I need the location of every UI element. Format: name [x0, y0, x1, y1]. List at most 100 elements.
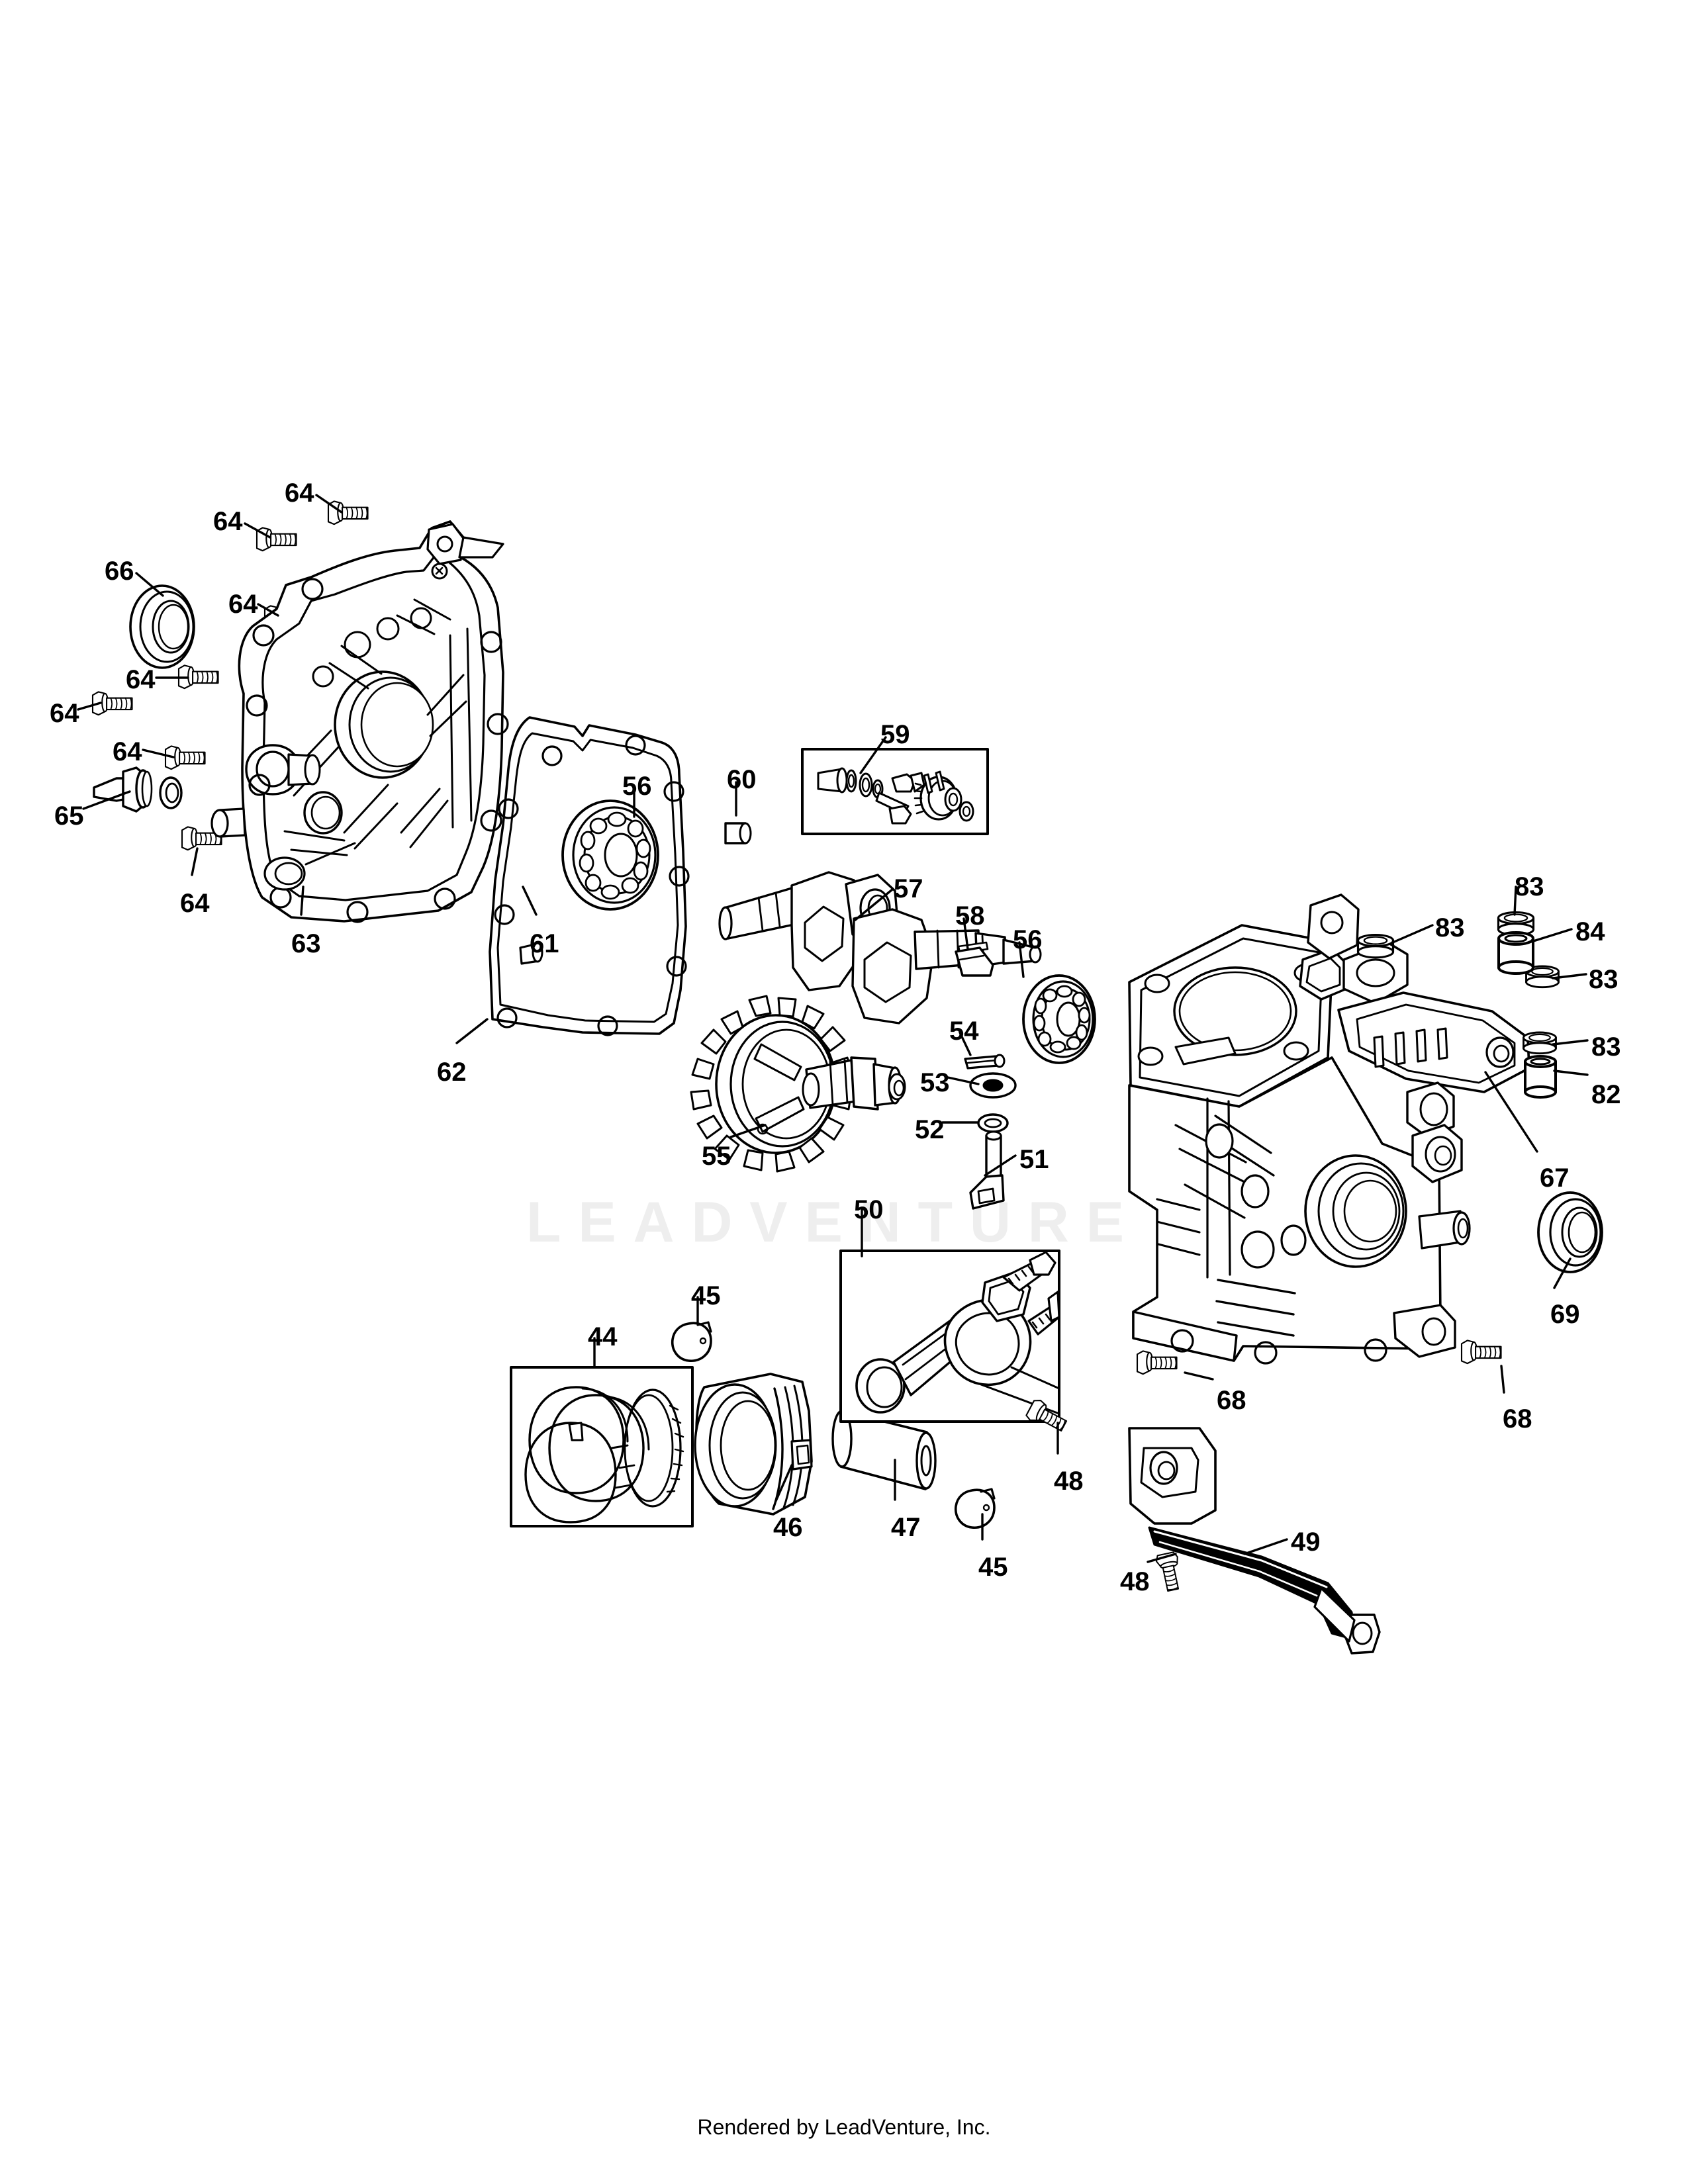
callout-48-connecting-rod-bolt: 48 [1054, 1467, 1084, 1496]
leader-line-83 [1552, 1039, 1589, 1046]
part-66-oil-seal [129, 584, 195, 669]
callout-45-piston-pin-retainer: 45 [978, 1553, 1008, 1582]
leader-line-66 [135, 572, 164, 597]
part-48-rod-bolt-upper [1002, 1251, 1056, 1292]
footer-credit: Rendered by LeadVenture, Inc. [697, 2115, 991, 2139]
leader-line-61 [522, 886, 538, 916]
callout-60-pin: 60 [727, 765, 757, 794]
callout-64-flange-bolt: 64 [213, 507, 243, 536]
callout-83-valve-guide: 83 [1589, 965, 1618, 994]
leader-line-68 [1184, 1371, 1214, 1381]
callout-63-crankcase-cover: 63 [291, 929, 321, 958]
part-60-pin [724, 822, 752, 844]
leader-line-64 [142, 749, 175, 758]
part-47-piston-pin [831, 1410, 937, 1490]
callout-64-flange-bolt: 64 [50, 699, 79, 728]
leader-line-59 [859, 736, 887, 774]
callout-53-washer: 53 [920, 1068, 950, 1097]
leader-line-48 [1147, 1553, 1177, 1563]
callout-64-flange-bolt: 64 [285, 478, 314, 508]
leader-line-83 [1391, 924, 1434, 944]
callout-45-piston-pin-retainer: 45 [691, 1281, 721, 1310]
callout-83-valve-guide: 83 [1591, 1032, 1621, 1062]
leader-line-83 [1552, 973, 1587, 979]
part-49-oil-dipper-bracket [1128, 1427, 1381, 1655]
leader-line-68 [1500, 1365, 1505, 1394]
callout-58-woodruff-key: 58 [955, 901, 985, 931]
leader-line-64 [191, 847, 199, 876]
leader-line-65 [82, 790, 131, 810]
leader-line-51 [984, 1154, 1017, 1177]
callout-55-camshaft: 55 [702, 1142, 731, 1171]
part-44-piston-ring-set [510, 1366, 694, 1527]
leader-line-67 [1484, 1071, 1538, 1153]
callout-49-oil-dipper-bracket: 49 [1291, 1527, 1321, 1557]
leader-line-46 [774, 1464, 793, 1502]
part-69-oil-seal [1537, 1191, 1603, 1273]
part-45-retainer-clip-top [671, 1321, 712, 1362]
callout-56-ball-bearing: 56 [622, 772, 652, 801]
part-67-crankcase [1128, 893, 1530, 1365]
part-61-dowel-pin [519, 942, 543, 965]
callout-54-cotter-pin: 54 [949, 1017, 979, 1046]
part-52-o-ring [977, 1113, 1009, 1133]
callout-64-flange-bolt: 64 [113, 737, 142, 766]
part-58-woodruff-key [955, 946, 994, 977]
part-45-retainer-clip-bottom [955, 1488, 996, 1529]
callout-68-flange-bolt: 68 [1217, 1386, 1246, 1415]
part-59-governor-assembly-kit [801, 748, 989, 835]
part-56-ball-bearing-right [1022, 974, 1096, 1064]
part-54-cotter-pin [964, 1054, 1006, 1069]
callout-65-oil-drain-plug: 65 [54, 801, 84, 831]
callout-82-valve-guide-plug: 82 [1591, 1080, 1621, 1109]
callout-61-dowel-pin: 61 [530, 929, 559, 958]
callout-48-screw: 48 [1120, 1567, 1150, 1596]
part-65-oil-drain-plug [93, 766, 183, 813]
leader-line-64 [315, 494, 343, 514]
leader-line-63 [300, 886, 305, 916]
leader-line-64 [244, 522, 271, 539]
part-55-camshaft [690, 995, 906, 1173]
leader-line-55 [729, 1124, 767, 1138]
callout-57-crankshaft: 57 [894, 874, 923, 903]
callout-64-flange-bolt: 64 [180, 889, 210, 918]
leader-line-62 [455, 1018, 489, 1044]
part-48-rod-bolt-lower [1027, 1291, 1060, 1336]
part-62-crankcase-cover-gasket [489, 716, 690, 1036]
leader-line-84 [1528, 928, 1573, 944]
callout-44-piston-ring-set: 44 [588, 1322, 618, 1351]
leader-line-53 [947, 1076, 980, 1085]
part-51-governor-arm [969, 1130, 1005, 1210]
callout-64-flange-bolt: 64 [228, 590, 258, 619]
callout-68-flange-bolt: 68 [1503, 1404, 1532, 1433]
callout-52-o-ring: 52 [915, 1115, 945, 1144]
part-63-crankcase-cover [211, 520, 509, 923]
part-56-ball-bearing-left [561, 799, 659, 911]
leader-line-64 [257, 603, 279, 617]
callout-84-valve-guide-bushing: 84 [1575, 917, 1605, 946]
callout-47-piston-pin: 47 [891, 1513, 921, 1542]
leader-line-56 [1018, 941, 1025, 978]
callout-66-oil-seal: 66 [105, 557, 134, 586]
callout-67-crankcase: 67 [1540, 1163, 1570, 1193]
callout-62-crankcase-cover-gasket: 62 [437, 1058, 467, 1087]
callout-69-oil-seal: 69 [1550, 1300, 1580, 1329]
callout-64-flange-bolt: 64 [126, 665, 156, 694]
leader-line-54 [959, 1031, 972, 1056]
callout-51-governor-arm: 51 [1019, 1145, 1049, 1174]
leader-line-69 [1553, 1257, 1571, 1289]
callout-46-piston: 46 [773, 1513, 803, 1542]
leader-line-82 [1553, 1069, 1589, 1076]
leader-line-58 [962, 917, 969, 950]
callout-59-governor-assembly-kit: 59 [880, 720, 910, 749]
part-50-connecting-rod-assembly [839, 1250, 1060, 1423]
callout-83-valve-guide: 83 [1435, 913, 1465, 942]
part-84-valve-guide-bushing [1497, 931, 1534, 975]
leader-line-49 [1243, 1538, 1288, 1555]
leader-line-57 [854, 888, 894, 921]
leader-line-64 [77, 702, 102, 711]
watermark-text: LEADVENTURE [526, 1191, 1141, 1254]
part-53-washer [969, 1072, 1017, 1099]
